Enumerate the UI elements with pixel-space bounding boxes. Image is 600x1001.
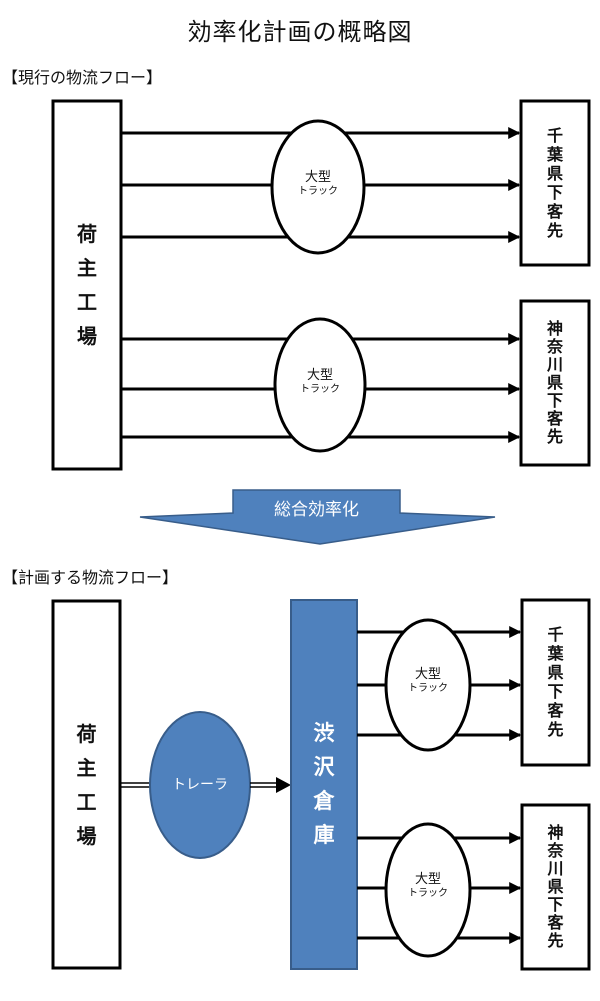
char: 荷	[77, 222, 97, 246]
current-kanagawa-label: 神 奈 川 県 下 客 先	[521, 301, 589, 465]
planned-shipper-label: 荷 主 工 場	[53, 601, 120, 968]
truck-type: トラック	[408, 683, 448, 695]
char: 下	[547, 682, 564, 701]
current-shipper-box	[51, 99, 123, 471]
transition-arrow-label: 総合効率化	[274, 500, 359, 520]
planned-truck-ellipse-2	[384, 822, 472, 958]
char: 沢	[313, 755, 335, 779]
char: 葉	[546, 144, 563, 164]
char: 客	[547, 701, 564, 720]
char: 先	[546, 427, 563, 446]
truck-type: トラック	[300, 384, 340, 396]
current-kanagawa-box	[519, 299, 591, 467]
char: 県	[547, 877, 564, 896]
truck-type: トラック	[408, 888, 448, 900]
trailer-arrowhead	[276, 777, 291, 793]
current-flow-label: 【現行の物流フロー】	[2, 68, 163, 87]
current-chiba-box	[519, 99, 591, 267]
char: 客	[547, 913, 564, 932]
current-shipper-label: 荷 主 工 場	[53, 101, 121, 469]
truck-size: 大型	[304, 170, 331, 185]
char: 葉	[547, 644, 564, 663]
char: 工	[77, 290, 97, 314]
planned-shipper-box	[51, 599, 122, 970]
transition-arrow	[139, 489, 496, 545]
char: 下	[547, 895, 564, 914]
char: 先	[547, 720, 564, 739]
char: 先	[546, 220, 563, 240]
planned-truck-label-2: 大型 トラック	[388, 872, 468, 901]
char: 客	[546, 409, 563, 428]
char: 客	[546, 201, 563, 221]
current-chiba-label: 千 葉 県 下 客 先	[521, 101, 589, 265]
planned-flow-label: 【計画する物流フロー】	[2, 568, 179, 587]
char: 県	[546, 373, 563, 392]
diagram-title: 効率化計画の概略図	[187, 18, 413, 46]
truck-type: トラック	[298, 186, 338, 198]
char: 千	[547, 625, 564, 644]
planned-truck-label-1: 大型 トラック	[388, 667, 468, 696]
char: 川	[547, 859, 564, 878]
current-truck-label-2: 大型 トラック	[280, 368, 360, 397]
char: 県	[546, 163, 563, 183]
truck-size: 大型	[414, 667, 441, 682]
current-truck-label-1: 大型 トラック	[278, 170, 358, 199]
char: 渋	[313, 721, 335, 745]
char: 先	[547, 931, 564, 950]
trailer-label: トレーラ	[172, 777, 228, 793]
planned-kanagawa-label: 神 奈 川 県 下 客 先	[522, 805, 589, 969]
truck-size: 大型	[414, 872, 441, 887]
warehouse-box	[290, 599, 358, 970]
char: 神	[547, 823, 564, 842]
char: 工	[76, 789, 97, 814]
char: 奈	[547, 841, 564, 860]
char: 川	[546, 355, 563, 374]
truck-size: 大型	[306, 368, 333, 383]
planned-chiba-box	[520, 598, 591, 767]
char: 千	[546, 125, 563, 145]
char: 主	[77, 256, 97, 280]
char: 主	[76, 755, 97, 780]
trailer-ellipse	[149, 711, 251, 859]
char: 県	[547, 663, 564, 682]
planned-chiba-label: 千 葉 県 下 客 先	[522, 600, 589, 765]
char: 場	[77, 324, 97, 348]
planned-truck-ellipse-1	[384, 618, 472, 752]
planned-kanagawa-box	[520, 803, 591, 971]
char: 下	[546, 391, 563, 410]
warehouse-label: 渋 沢 倉 庫	[291, 600, 357, 969]
char: 奈	[546, 337, 563, 356]
current-truck-ellipse-1	[270, 119, 366, 255]
char: 下	[546, 182, 563, 202]
char: 庫	[313, 823, 335, 847]
char: 場	[76, 823, 97, 848]
current-truck-ellipse-2	[273, 317, 367, 453]
char: 荷	[76, 721, 97, 746]
char: 神	[546, 319, 563, 338]
char: 倉	[313, 789, 335, 813]
